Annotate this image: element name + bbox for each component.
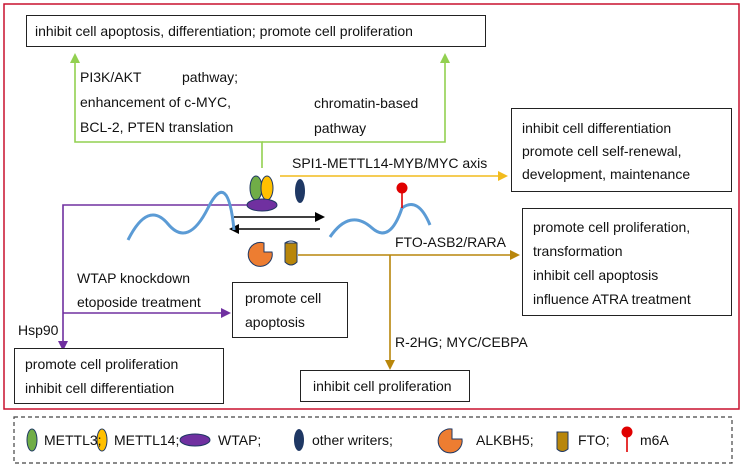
outer-frame [3,3,740,410]
box-bottom-left-line: promote cell proliferation [25,356,179,372]
alkbh5-shape [247,241,273,267]
box-right-top-line: promote cell self-renewal, [522,143,682,159]
legend-m6a-label: m6A [640,432,669,448]
legend-m6a-icon [621,426,633,438]
legend-frame [13,416,733,464]
label-spi1-axis: SPI1-METTL14-MYB/MYC axis [292,155,488,171]
green-pathway-arrows [70,53,450,168]
legend-mettl3-icon [26,428,38,452]
box-right-mid-line: transformation [533,243,623,259]
label-etoposide: etoposide treatment [77,294,201,310]
legend-mettl14-label: METTL14; [114,432,180,448]
box-right-top-line: inhibit cell differentiation [522,120,672,136]
box-apoptosis-line: promote cell [245,290,322,306]
legend-alkbh5-label: ALKBH5; [476,432,534,448]
label-wtap-knockdown: WTAP knockdown [77,270,191,286]
label-cmyc: enhancement of c-MYC, [80,94,231,110]
box-right-mid-line: promote cell proliferation, [533,219,691,235]
mettl14-shape [260,175,274,201]
legend-other-writers-icon [294,429,304,451]
box-bottom-mid: inhibit cell proliferation [300,370,470,402]
legend-other-writers-label: other writers; [312,432,393,448]
box-apoptosis-line: apoptosis [245,314,305,330]
box-right-mid: promote cell proliferation, transformati… [522,208,732,316]
other-writers-shape [295,179,305,203]
fto-shape-top [284,240,298,244]
box-bottom-left: promote cell proliferation inhibit cell … [14,348,224,404]
rna-strand-left [126,190,236,241]
label-r2hg: R-2HG; MYC/CEBPA [395,334,528,350]
legend-alkbh5-icon [437,428,463,454]
legend-wtap-label: WTAP; [218,432,262,448]
label-chromatin: chromatin-based [314,95,419,111]
box-top-outcome: inhibit cell apoptosis, differentiation;… [26,15,486,47]
legend-wtap-icon [179,433,211,447]
bidirectional-arrows [229,212,325,234]
legend-fto-label: FTO; [578,432,610,448]
olive-arrows [298,250,520,370]
label-fto-asb2: FTO-ASB2/RARA [395,234,506,250]
legend-mettl14-icon [96,428,108,452]
purple-arrows [58,204,249,351]
box-right-top-line: development, maintenance [522,166,691,182]
box-right-mid-line: inhibit cell apoptosis [533,267,659,283]
fto-shape [284,242,298,266]
box-top-text: inhibit cell apoptosis, differentiation;… [35,23,413,39]
box-right-top: inhibit cell differentiation promote cel… [511,108,732,192]
label-pi3k-akt: PI3K/AKT [80,69,142,85]
wtap-shape [246,198,278,212]
label-chromatin-pathway: pathway [314,120,367,136]
mettl3-shape [249,175,263,201]
label-hsp90: Hsp90 [18,322,59,338]
label-bcl2: BCL-2, PTEN translation [80,119,234,135]
box-bottom-mid-text: inhibit cell proliferation [313,378,452,394]
rna-strand-right [328,203,432,238]
label-pi3k-pathway: pathway; [182,69,239,85]
m6a-mark [396,182,408,194]
box-apoptosis: promote cell apoptosis [232,282,348,338]
box-bottom-left-line: inhibit cell differentiation [25,380,175,396]
legend-fto-icon [556,431,569,452]
box-right-mid-line: influence ATRA treatment [533,291,691,307]
legend-mettl3-label: METTL3; [44,432,102,448]
